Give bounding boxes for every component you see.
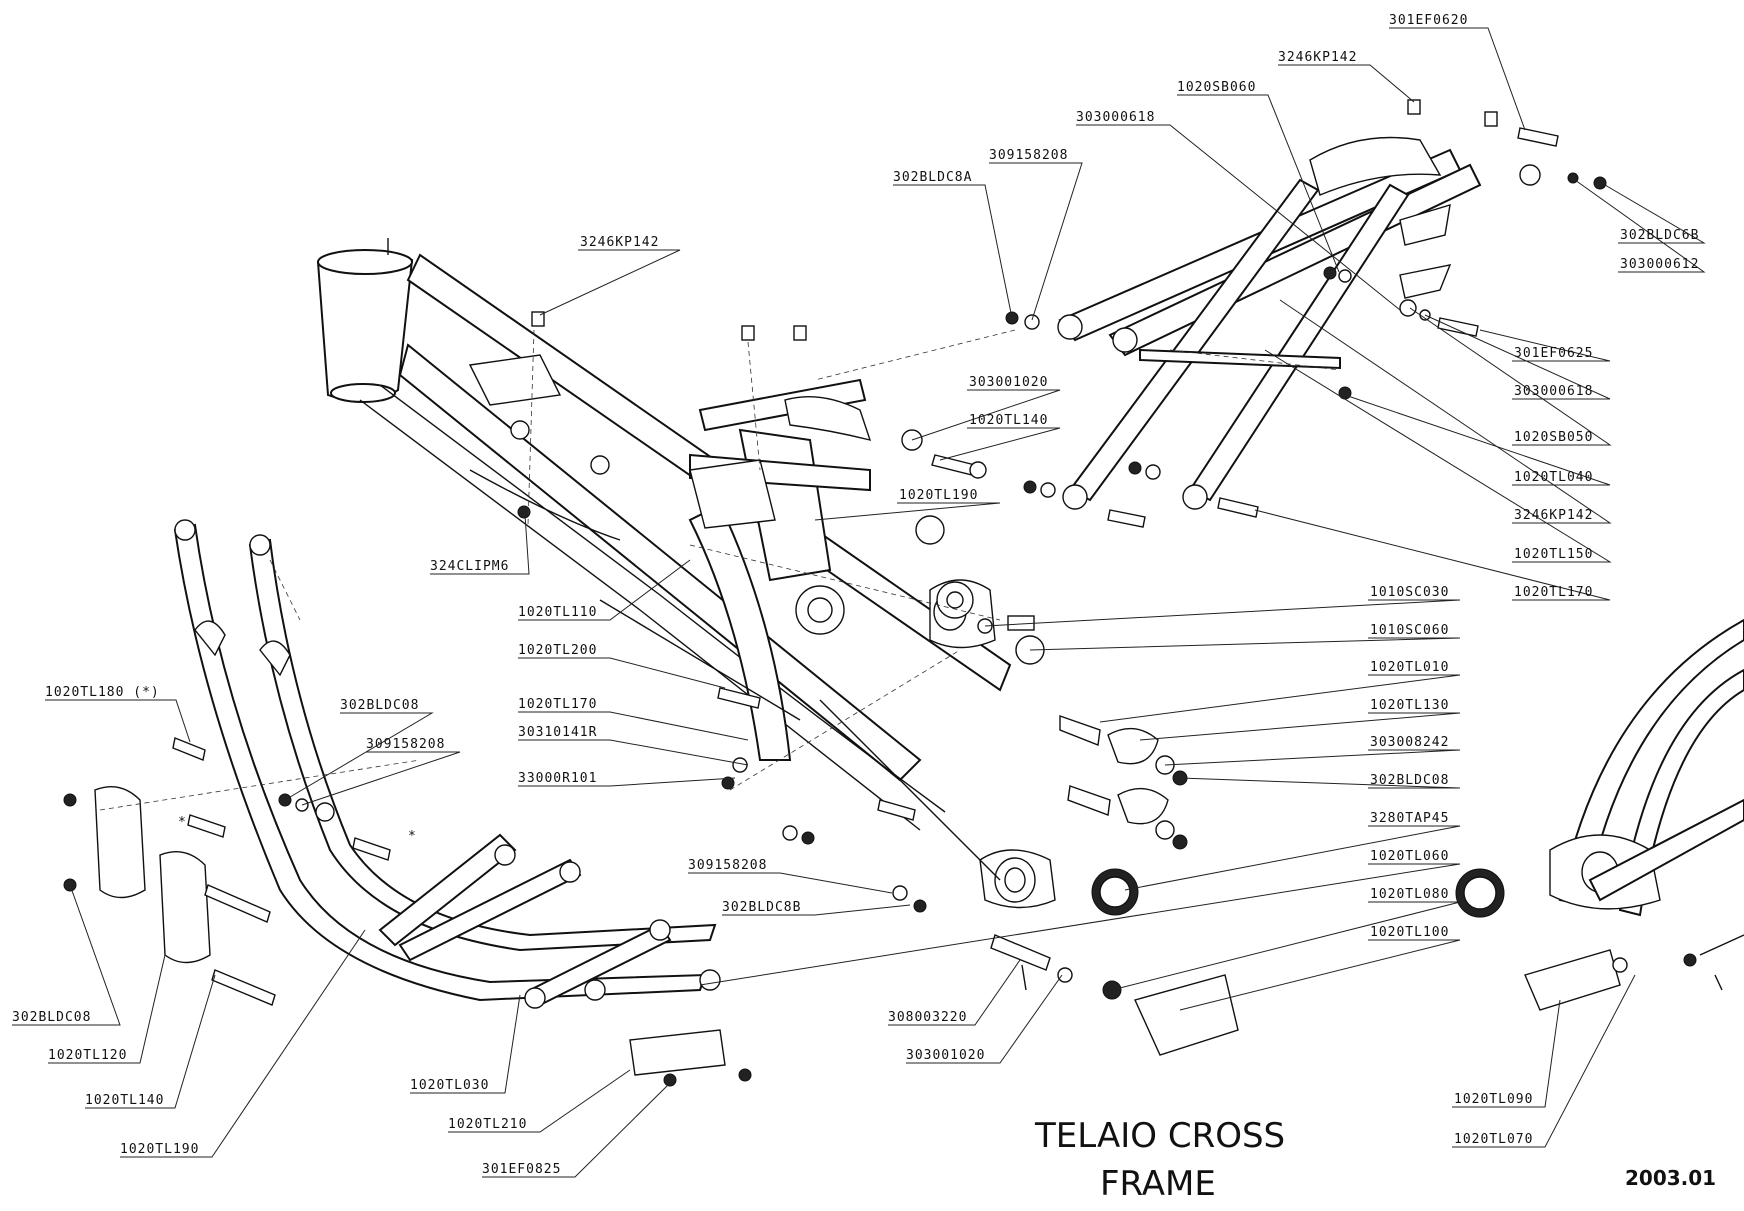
asterisk-marker: * <box>408 829 417 844</box>
part-label: 1020TL150 <box>1514 547 1593 562</box>
part-label: 302BLDC8A <box>893 170 972 185</box>
part-label: 324CLIPM6 <box>430 559 509 574</box>
diagram-title: TELAIO CROSS <box>1034 1116 1285 1156</box>
part-label: 303000618 <box>1514 384 1593 399</box>
part-label: 303000612 <box>1620 257 1699 272</box>
part-label: 1010SC030 <box>1370 585 1449 600</box>
part-label: 302BLDC08 <box>12 1010 91 1025</box>
part-label: 308003220 <box>888 1010 967 1025</box>
part-label: 309158208 <box>366 737 445 752</box>
part-label: 1020TL080 <box>1370 887 1449 902</box>
part-label: 1020TL070 <box>1454 1132 1533 1147</box>
part-label: 1020TL180 (*) <box>45 685 160 700</box>
part-label: 1020SB050 <box>1514 430 1593 445</box>
part-label: 3246KP142 <box>580 235 659 250</box>
part-label: 1020TL210 <box>448 1117 527 1132</box>
part-label: 1020TL140 <box>969 413 1048 428</box>
part-label: 1020TL030 <box>410 1078 489 1093</box>
part-label: 1020TL170 <box>1514 585 1593 600</box>
version-number: 2003.01 <box>1625 1166 1716 1190</box>
part-label: 303001020 <box>969 375 1048 390</box>
part-label: 1020SB060 <box>1177 80 1256 95</box>
part-label: 301EF0625 <box>1514 346 1593 361</box>
part-label: 1020TL110 <box>518 605 597 620</box>
part-label: 302BLDC08 <box>340 698 419 713</box>
part-label: 1020TL040 <box>1514 470 1593 485</box>
part-label: 1020TL090 <box>1454 1092 1533 1107</box>
part-label: 3280TAP45 <box>1370 811 1449 826</box>
diagram-subtitle: FRAME <box>1100 1164 1216 1204</box>
part-label: 1020TL010 <box>1370 660 1449 675</box>
part-label: 303000618 <box>1076 110 1155 125</box>
part-label: 33000R101 <box>518 771 597 786</box>
part-label: 3246KP142 <box>1278 50 1357 65</box>
part-label: 302BLDC08 <box>1370 773 1449 788</box>
alignment-lines <box>99 329 1341 811</box>
part-label: 302BLDC6B <box>1620 228 1699 243</box>
part-label: 303008242 <box>1370 735 1449 750</box>
part-label: 301EF0620 <box>1389 13 1468 28</box>
part-label: 1010SC060 <box>1370 623 1449 638</box>
part-label: 1020TL170 <box>518 697 597 712</box>
hardware-parts <box>63 99 1607 1087</box>
part-label: 303001020 <box>906 1048 985 1063</box>
part-label: 1020TL130 <box>1370 698 1449 713</box>
part-label: 1020TL060 <box>1370 849 1449 864</box>
lower-frame-rails <box>94 519 726 1076</box>
asterisk-marker: * <box>178 815 187 830</box>
part-labels: 301EF0620 3246KP142 1020SB060 303000618 … <box>12 13 1699 1177</box>
main-frame <box>316 238 1056 909</box>
part-label: 309158208 <box>989 148 1068 163</box>
rear-subframe <box>1057 136 1541 510</box>
part-label: 1020TL120 <box>48 1048 127 1063</box>
part-label: 1020TL190 <box>120 1142 199 1157</box>
part-label: 1020TL140 <box>85 1093 164 1108</box>
leader-lines <box>12 27 1706 1178</box>
part-label: 30310141R <box>518 725 597 740</box>
part-label: 1020TL190 <box>899 488 978 503</box>
part-label: 1020TL100 <box>1370 925 1449 940</box>
part-label: 302BLDC8B <box>722 900 801 915</box>
part-label: 3246KP142 <box>1514 508 1593 523</box>
part-label: 1020TL200 <box>518 643 597 658</box>
part-label: 301EF0825 <box>482 1162 561 1177</box>
part-label: 309158208 <box>688 858 767 873</box>
frame-detail-view <box>1455 618 1744 1011</box>
